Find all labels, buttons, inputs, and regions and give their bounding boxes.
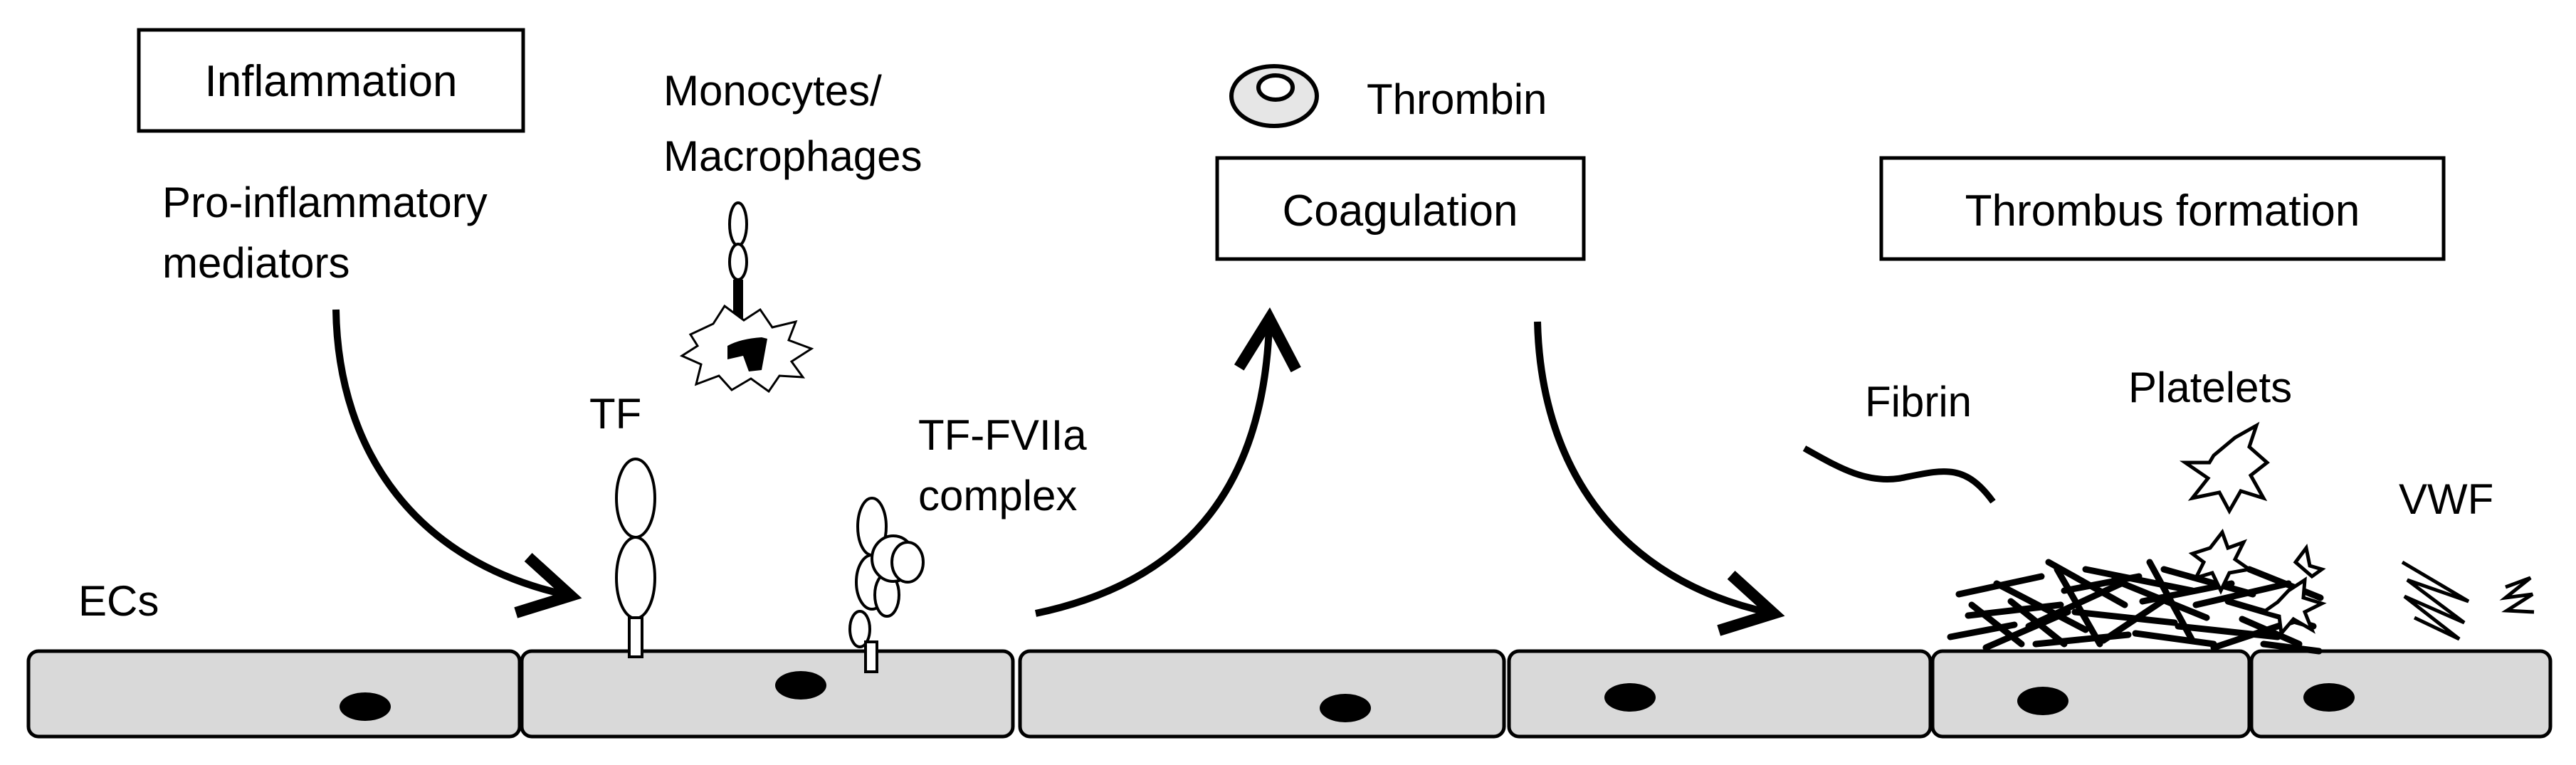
endothelial-cell [520,649,1015,739]
macrophages-label: Macrophages [663,132,922,180]
fibrin-strand [1802,445,1996,504]
thrombus-platelets [2188,528,2327,638]
thrombin-label: Thrombin [1367,75,1547,123]
platelet-icon [2179,421,2270,515]
cell-nucleus [2017,687,2068,715]
aggregated-platelet-icon [2293,544,2326,579]
vwf-label: VWF [2399,475,2493,523]
thrombus-formation-label: Thrombus formation [1965,186,2360,236]
coagulation-box: Coagulation [1215,156,1586,261]
endothelial-cell [1930,649,2251,739]
aggregated-platelet-icon [2259,576,2327,638]
cell-nucleus [340,692,391,721]
cell-nucleus [775,671,826,700]
tf-fviia-label: TF-FVIIa [918,411,1087,459]
coagulation-label: Coagulation [1283,186,1518,236]
cell-nucleus [2303,683,2355,712]
platelets-label: Platelets [2128,364,2292,411]
monocyte-icon [679,201,814,394]
inflammation-box: Inflammation [137,28,525,133]
endothelial-cell [2249,649,2553,739]
thrombin-icon [1229,64,1319,128]
tf-label: TF [589,390,641,438]
pro-inflammatory-label: Pro-inflammatory [162,179,488,226]
fibrin-label: Fibrin [1865,378,1972,426]
arrow-coagulation-to-thrombus [1534,321,1785,636]
cell-nucleus [1320,694,1371,722]
cell-nucleus [1604,683,1656,712]
endothelial-cell [26,649,522,739]
mediators-label: mediators [162,239,349,287]
aggregated-platelet-icon [2188,528,2254,595]
inflammation-label: Inflammation [205,57,458,106]
thrombus-mesh [1947,559,2324,655]
monocytes-label: Monocytes/ [663,67,882,115]
arrow-tf-to-coagulation [1034,307,1301,617]
vwf-icon [2401,560,2535,641]
tf-fviia-complex-icon [848,497,925,673]
ecs-label: ECs [78,577,159,625]
endothelial-cell [1018,649,1506,739]
thrombus-formation-box: Thrombus formation [1879,156,2446,261]
arrow-inflammation-to-tf [332,309,582,618]
endothelial-cell-layer [26,649,2553,739]
tf-receptor-icon [615,458,656,658]
complex-label: complex [918,472,1077,519]
endothelial-cell [1507,649,1933,739]
